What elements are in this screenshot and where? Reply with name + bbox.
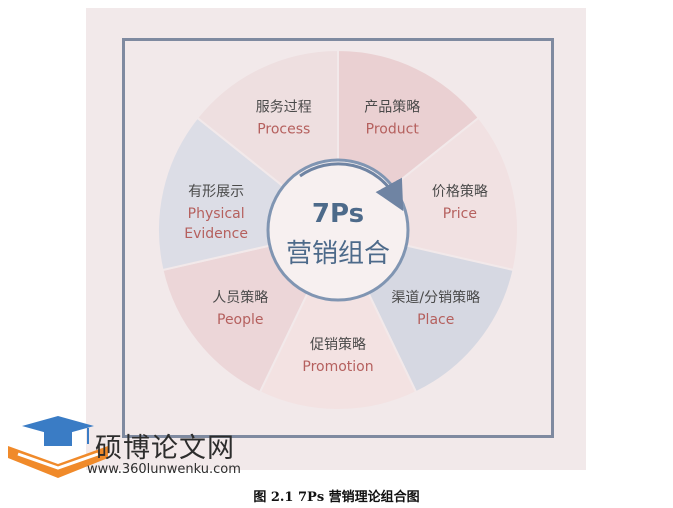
segment-label-zh: 渠道/分销策略 [391,289,480,306]
segment-label: 价格策略 Price [432,183,488,222]
segment-label-zh: 产品策略 [364,98,420,115]
segment-label-zh: 促销策略 [310,336,366,353]
graduation-cap-logo-icon [8,416,108,478]
segment-label-en: Evidence [184,226,248,242]
diagram-frame [122,38,554,438]
center-title-zh: 营销组合 [286,239,390,269]
watermark-site-name: 硕博论文网 [95,433,235,464]
watermark-url[interactable]: www.360lunwenku.com [87,462,241,477]
figure-caption: 图 2.1 7Ps 营销理论组合图 [253,490,420,505]
center-circle [266,158,410,302]
segment-label-en: Physical [188,206,245,222]
segment-label-zh: 有形展示 [188,184,244,200]
segment-label: 服务过程 Process [256,99,312,137]
segment-label-zh: 服务过程 [256,99,312,115]
segment-label-en: Product [366,121,420,137]
segment-label-en: Process [257,121,310,137]
segment-label: 促销策略 Promotion [302,336,373,375]
segment-label-zh: 人员策略 [212,289,268,306]
segment-label-en: People [217,312,264,328]
segment-label: 人员策略 People [212,289,268,328]
segment-label-en: Promotion [302,359,373,375]
segment-label-en: Place [417,312,454,328]
segment-label: 产品策略 Product [364,98,420,137]
center-arrow-icon [299,162,404,212]
segment-label-en: Price [443,206,477,222]
segment-label: 渠道/分销策略 Place [391,289,480,328]
center-title-en: 7Ps [312,199,364,229]
segment-label-zh: 价格策略 [432,183,488,200]
